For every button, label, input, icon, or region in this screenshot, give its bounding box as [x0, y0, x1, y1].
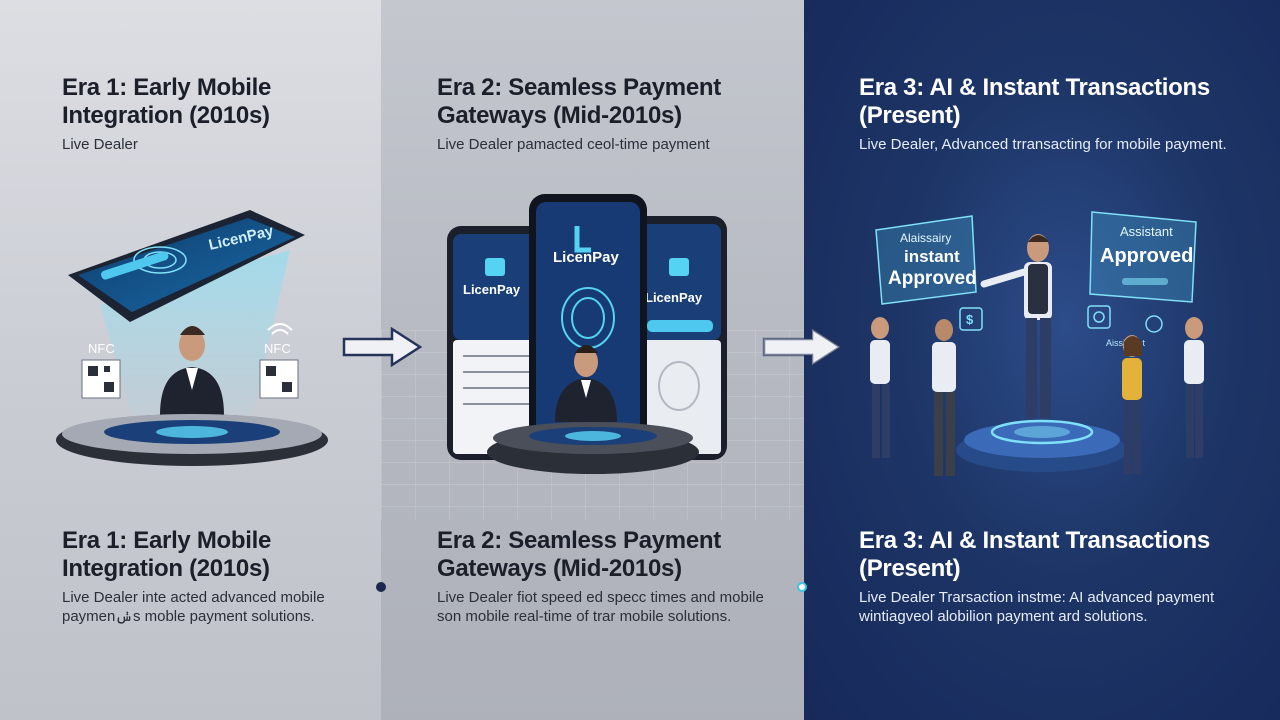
lock-icon — [669, 258, 689, 276]
era-3-title-bottom: Era 3: AI & Instant Transactions (Presen… — [859, 527, 1210, 582]
era-2-description: Live Dealer fiot speed ed specc times an… — [437, 589, 764, 625]
arrow-right-icon — [342, 327, 423, 367]
svg-text:Assistant: Assistant — [1120, 224, 1173, 239]
era-3-panel: Era 3: AI & Instant Transactions (Presen… — [804, 0, 1280, 720]
dealer-figure — [160, 326, 224, 415]
era-3-title-top: Era 3: AI & Instant Transactions (Presen… — [859, 74, 1210, 129]
era-2-illustration: LicenPay LicenPay LicenPay — [447, 194, 727, 474]
timeline-dot — [797, 582, 807, 592]
timeline-dot — [376, 582, 386, 592]
licenpay-logo-icon — [574, 226, 591, 253]
era-2-title-bottom: Era 2: Seamless Payment Gateways (Mid-20… — [437, 527, 721, 582]
svg-text:Alaissairy: Alaissairy — [900, 231, 951, 245]
svg-text:Approved: Approved — [888, 268, 977, 289]
qr-code-icon — [81, 359, 121, 399]
era-1-illustration: LicenPay NFC NFC — [56, 210, 328, 466]
dealer-figure — [555, 345, 617, 422]
phone-center-brand: LicenPay — [553, 249, 620, 266]
era-1-description: Live Dealer inte acted advanced mobile p… — [62, 589, 325, 625]
phone-center: LicenPay — [529, 194, 647, 444]
svg-text:instant: instant — [904, 247, 960, 266]
era-1-panel: Era 1: Early Mobile Integration (2010s) … — [0, 0, 381, 720]
svg-text:Approved: Approved — [1100, 245, 1193, 267]
holo-card-right: Assistant Approved — [1089, 211, 1197, 303]
holo-card-left: Alaissairy instant Approved — [875, 215, 977, 305]
nfc-label-right: NFC — [264, 341, 291, 356]
phone-left-brand: LicenPay — [463, 282, 521, 297]
network-icon — [1087, 305, 1111, 329]
nfc-label-left: NFC — [88, 341, 115, 356]
svg-text:$: $ — [966, 312, 974, 327]
phone-left: LicenPay — [447, 226, 545, 460]
fingerprint-icon — [658, 361, 700, 411]
settings-icon — [1145, 315, 1163, 333]
arrow-right-icon — [762, 327, 843, 367]
fingerprint-icon — [133, 246, 187, 274]
era-2-title-top: Era 2: Seamless Payment Gateways (Mid-20… — [437, 74, 721, 129]
era-3-illustration: Alaissairy instant Approved Assistant Ap… — [870, 211, 1204, 476]
era-1-title-top: Era 1: Early Mobile Integration (2010s) — [62, 74, 272, 129]
phone-device: LicenPay — [68, 210, 305, 322]
phone-right-brand: LicenPay — [645, 290, 703, 305]
phone-right: LicenPay — [631, 216, 727, 460]
wifi-icon — [267, 323, 293, 335]
lock-icon — [485, 258, 505, 276]
era-2-panel: Era 2: Seamless Payment Gateways (Mid-20… — [381, 0, 804, 720]
dollar-icon — [959, 307, 983, 331]
era-1-title-bottom: Era 1: Early Mobile Integration (2010s) — [62, 527, 272, 582]
era-3-subtitle-top: Live Dealer, Advanced trransacting for m… — [859, 136, 1227, 153]
era-3-description: Live Dealer Trarsaction instme: AI advan… — [859, 589, 1215, 625]
era-2-subtitle-top: Live Dealer pamacted ceol-time payment — [437, 136, 710, 153]
presenter-figure — [980, 234, 1052, 418]
era-1-subtitle-top: Live Dealer — [62, 136, 138, 153]
audience-figures — [870, 317, 1204, 476]
qr-code-icon — [259, 359, 299, 399]
